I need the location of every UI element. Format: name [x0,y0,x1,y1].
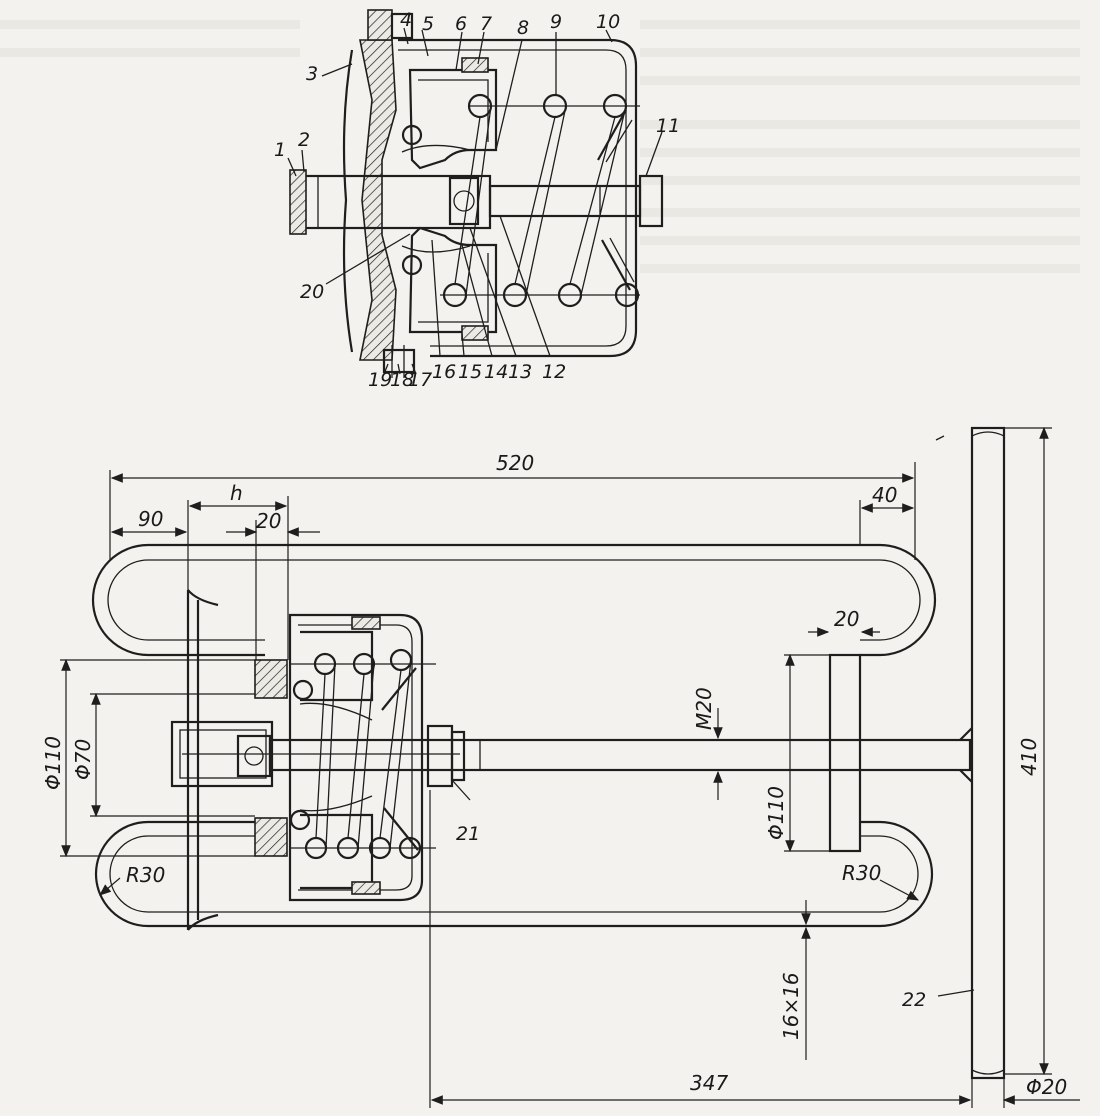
dim-m20: M20 [692,687,716,730]
part-label-4: 4 [400,9,412,31]
upper-callouts: 1 2 3 4 5 6 7 8 9 10 11 12 13 14 15 16 1… [274,9,680,391]
dim-r30-left: R30 [126,863,165,887]
part-label-19: 19 [368,369,392,391]
part-label-12: 12 [542,361,566,383]
dim-40: 40 [872,483,897,507]
paper-texture [0,20,1080,273]
part-label-13: 13 [508,361,532,383]
part-label-10: 10 [596,11,620,33]
part-label-21: 21 [456,823,480,845]
part-label-22: 22 [902,989,926,1011]
dimension-lines [60,426,1080,1108]
dim-20-left: 20 [256,509,281,533]
part-label-15: 15 [458,361,482,383]
part-label-20: 20 [300,281,324,303]
dim-410: 410 [1017,738,1041,776]
part-label-8: 8 [517,17,529,39]
upper-section-view [287,9,664,378]
dim-20-right: 20 [834,607,859,631]
part-label-14: 14 [484,361,508,383]
dim-phi110-left: Φ110 [41,736,65,790]
part-label-6: 6 [455,13,467,35]
dim-phi110-right: Φ110 [764,786,788,840]
part-label-9: 9 [550,11,562,33]
lower-assembly-view [91,426,1006,1080]
part-label-11: 11 [656,115,680,137]
part-label-1: 1 [274,139,286,161]
dim-phi20: Φ20 [1026,1075,1067,1099]
dim-16x16: 16×16 [779,972,803,1040]
dim-phi70: Φ70 [71,739,95,780]
dim-90: 90 [138,507,163,531]
part-label-17: 17 [408,369,432,391]
dim-h: h [230,481,243,505]
dimension-labels: 520 90 h 20 40 20 M20 Φ110 Φ70 Φ110 R30 … [41,451,1067,1099]
dim-520: 520 [496,451,534,475]
part-label-2: 2 [298,129,310,151]
dim-r30-right: R30 [842,861,881,885]
part-label-18: 18 [390,369,414,391]
dim-347: 347 [690,1071,728,1095]
part-label-5: 5 [422,13,434,35]
part-label-16: 16 [432,361,456,383]
part-label-3: 3 [306,63,318,85]
part-label-7: 7 [480,13,492,35]
